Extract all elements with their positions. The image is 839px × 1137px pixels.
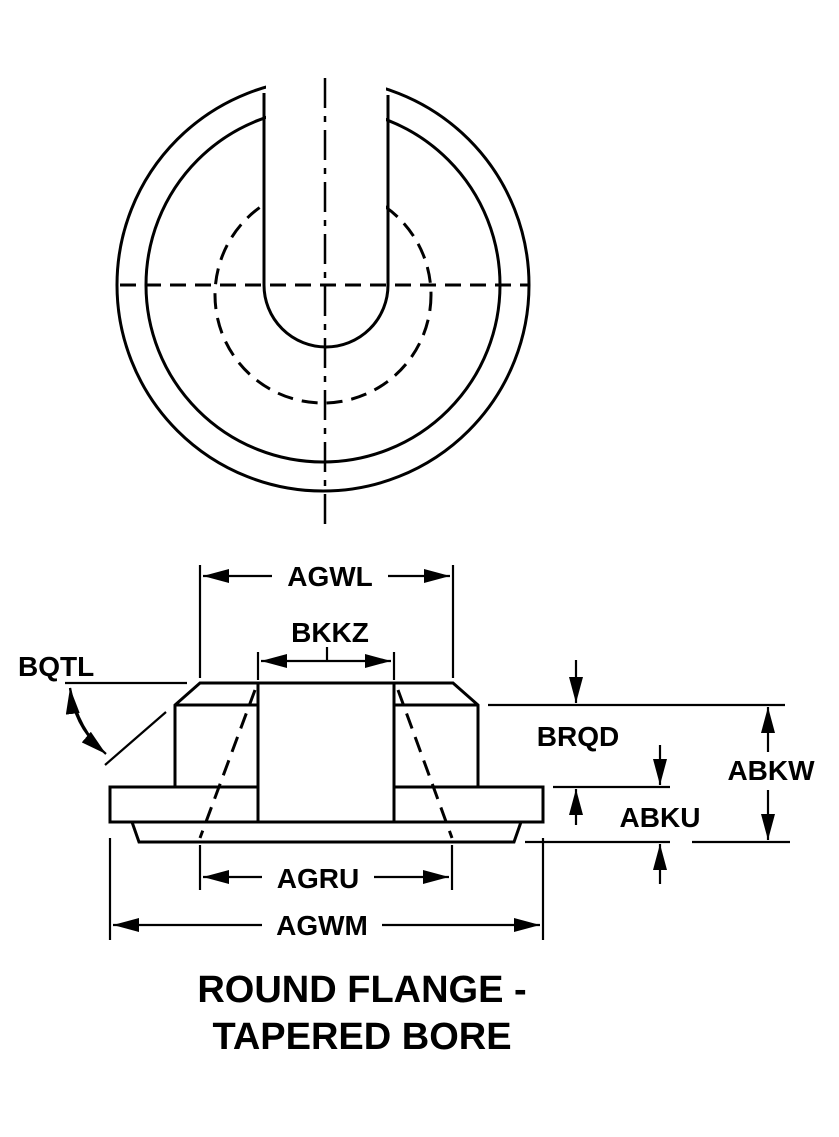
title-line-2: TAPERED BORE (212, 1016, 511, 1058)
flange-bottom-taper (130, 821, 523, 844)
dimension-abkw: ABKW (692, 707, 815, 844)
dimension-agwm: AGWM (108, 838, 545, 941)
label-brqd: BRQD (537, 721, 619, 752)
dimension-bqtl: BQTL (18, 651, 187, 766)
dimension-bkkz: BKKZ (256, 617, 396, 680)
dimension-agru: AGRU (198, 845, 454, 894)
label-agru: AGRU (277, 863, 359, 894)
dimension-abku: ABKU (525, 745, 700, 884)
body-outline (108, 681, 545, 824)
taper-hidden-right (396, 689, 454, 839)
label-bkkz: BKKZ (291, 617, 369, 648)
label-bqtl: BQTL (18, 651, 94, 682)
dimension-brqd: BRQD (488, 660, 785, 752)
top-view (115, 70, 531, 524)
dimension-agwl: AGWL (198, 561, 455, 678)
label-abku: ABKU (620, 802, 701, 833)
label-agwm: AGWM (276, 910, 368, 941)
label-agwl: AGWL (287, 561, 373, 592)
side-view (108, 681, 545, 844)
label-abkw: ABKW (727, 755, 815, 786)
title-line-1: ROUND FLANGE - (197, 969, 526, 1011)
taper-hidden-left (198, 689, 257, 839)
